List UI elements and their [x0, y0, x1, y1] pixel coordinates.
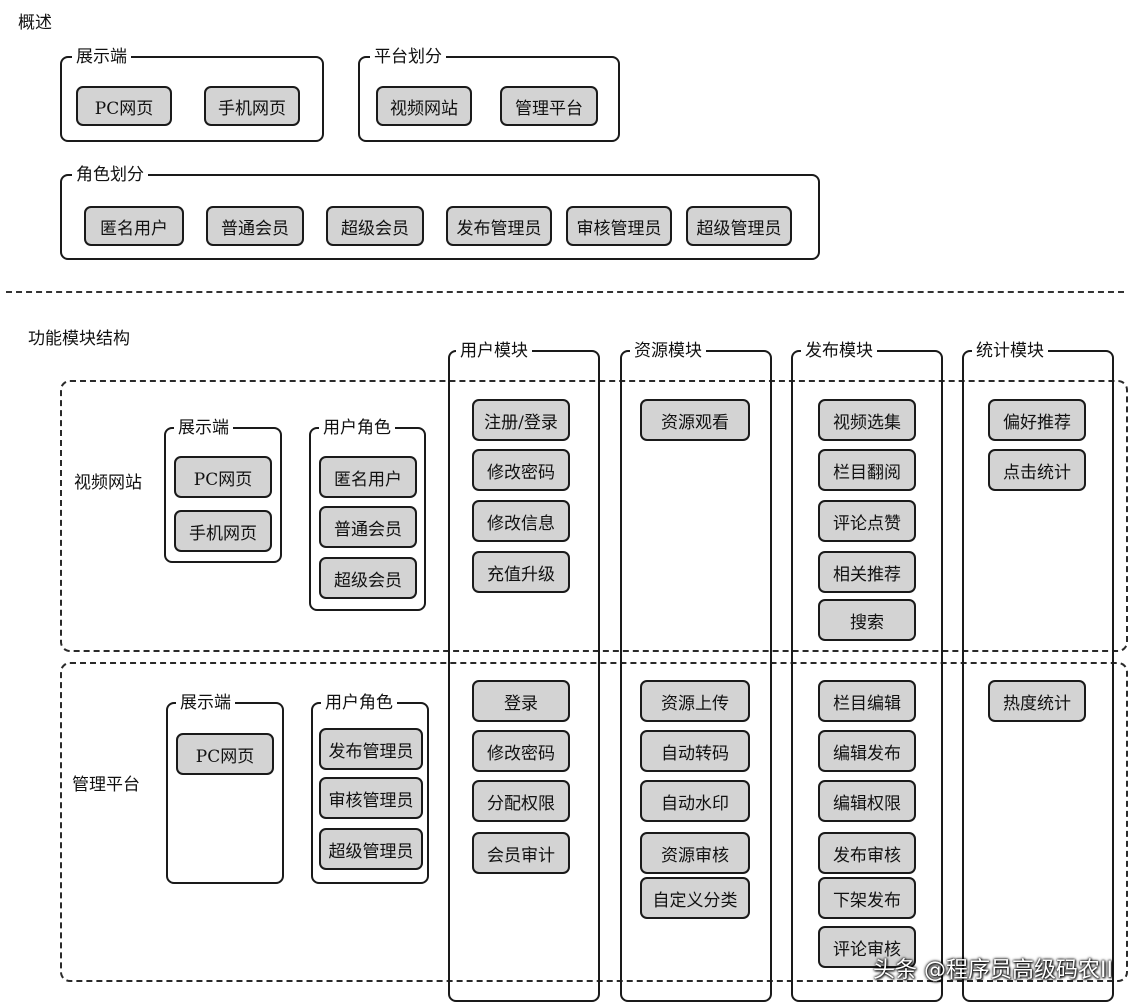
admin-role-publish-admin: 发布管理员 [319, 728, 423, 770]
stats-video-item-preference: 偏好推荐 [988, 399, 1086, 441]
admin-display-label: 展示端 [176, 693, 235, 713]
video-site-roles-group: 用户角色 匿名用户 普通会员 超级会员 [309, 418, 426, 611]
watermark-text: 头条 @程序员高级码农II [873, 958, 1113, 983]
module-resource-label: 资源模块 [630, 341, 706, 361]
video-site-display-label: 展示端 [174, 418, 233, 438]
resource-admin-item-upload: 资源上传 [640, 680, 750, 722]
overview-role-review-admin: 审核管理员 [566, 206, 672, 246]
overview-platform-admin: 管理平台 [500, 86, 598, 126]
row-video-site [60, 380, 1128, 652]
overview-role-publish-admin: 发布管理员 [446, 206, 552, 246]
video-site-display-pc: PC网页 [174, 456, 272, 498]
admin-role-review-admin: 审核管理员 [319, 777, 423, 819]
overview-role-member: 普通会员 [206, 206, 304, 246]
publish-video-item-comment-like: 评论点赞 [818, 500, 916, 542]
publish-video-item-episodes: 视频选集 [818, 399, 916, 441]
video-site-role-super-member: 超级会员 [319, 557, 417, 599]
publish-admin-item-comment-review: 评论审核 [818, 926, 916, 968]
publish-admin-item-publish-review: 发布审核 [818, 832, 916, 874]
stats-admin-item-heat-stats: 热度统计 [988, 680, 1086, 722]
publish-video-item-related: 相关推荐 [818, 551, 916, 593]
user-admin-item-assign-permission: 分配权限 [472, 780, 570, 822]
overview-role-super-member: 超级会员 [326, 206, 424, 246]
user-admin-item-login: 登录 [472, 680, 570, 722]
user-video-item-edit-info: 修改信息 [472, 500, 570, 542]
module-stats: 统计模块 [962, 341, 1114, 1002]
overview-platform-group: 平台划分 视频网站 管理平台 [358, 47, 620, 142]
user-admin-item-member-audit: 会员审计 [472, 832, 570, 874]
section-divider [6, 291, 1124, 293]
overview-role-super-admin: 超级管理员 [686, 206, 792, 246]
resource-admin-item-custom-category: 自定义分类 [640, 877, 750, 919]
user-video-item-recharge: 充值升级 [472, 551, 570, 593]
admin-display-group: 展示端 PC网页 [166, 693, 284, 884]
module-stats-label: 统计模块 [972, 341, 1048, 361]
module-publish-label: 发布模块 [801, 341, 877, 361]
admin-roles-group: 用户角色 发布管理员 审核管理员 超级管理员 [311, 693, 429, 884]
module-publish: 发布模块 [791, 341, 943, 1002]
resource-admin-item-transcode: 自动转码 [640, 730, 750, 772]
overview-title: 概述 [18, 13, 52, 33]
video-site-role-member: 普通会员 [319, 506, 417, 548]
user-video-item-register-login: 注册/登录 [472, 399, 570, 441]
video-site-role-anonymous: 匿名用户 [319, 456, 417, 498]
structure-title: 功能模块结构 [28, 329, 130, 349]
resource-video-item-watch: 资源观看 [640, 399, 750, 441]
user-admin-item-change-password: 修改密码 [472, 730, 570, 772]
overview-display-mobile: 手机网页 [204, 86, 300, 126]
overview-role-group-label: 角色划分 [72, 165, 148, 185]
admin-role-super-admin: 超级管理员 [319, 828, 423, 870]
video-site-roles-label: 用户角色 [319, 418, 395, 438]
video-site-display-mobile: 手机网页 [174, 510, 272, 552]
row-admin-platform-label: 管理平台 [72, 775, 140, 795]
module-user-label: 用户模块 [456, 341, 532, 361]
overview-platform-group-label: 平台划分 [370, 47, 446, 67]
overview-role-group: 角色划分 匿名用户 普通会员 超级会员 发布管理员 审核管理员 超级管理员 [60, 165, 820, 260]
admin-display-pc: PC网页 [176, 733, 274, 775]
admin-roles-label: 用户角色 [321, 693, 397, 713]
video-site-display-group: 展示端 PC网页 手机网页 [164, 418, 282, 563]
stats-video-item-click-stats: 点击统计 [988, 449, 1086, 491]
publish-admin-item-edit-publish: 编辑发布 [818, 730, 916, 772]
overview-display-group: 展示端 PC网页 手机网页 [60, 47, 324, 142]
overview-display-pc: PC网页 [76, 86, 172, 126]
overview-role-anonymous: 匿名用户 [84, 206, 184, 246]
row-admin-platform [60, 662, 1128, 982]
publish-admin-item-edit-permission: 编辑权限 [818, 780, 916, 822]
resource-admin-item-review: 资源审核 [640, 832, 750, 874]
module-user: 用户模块 [448, 341, 600, 1002]
publish-video-item-search: 搜索 [818, 599, 916, 641]
resource-admin-item-watermark: 自动水印 [640, 780, 750, 822]
row-video-site-label: 视频网站 [74, 473, 142, 493]
publish-admin-item-unpublish: 下架发布 [818, 877, 916, 919]
publish-admin-item-edit-columns: 栏目编辑 [818, 680, 916, 722]
module-resource: 资源模块 [620, 341, 772, 1002]
publish-video-item-browse-columns: 栏目翻阅 [818, 449, 916, 491]
user-video-item-change-password: 修改密码 [472, 449, 570, 491]
overview-platform-video-site: 视频网站 [376, 86, 472, 126]
overview-display-group-label: 展示端 [72, 47, 131, 67]
